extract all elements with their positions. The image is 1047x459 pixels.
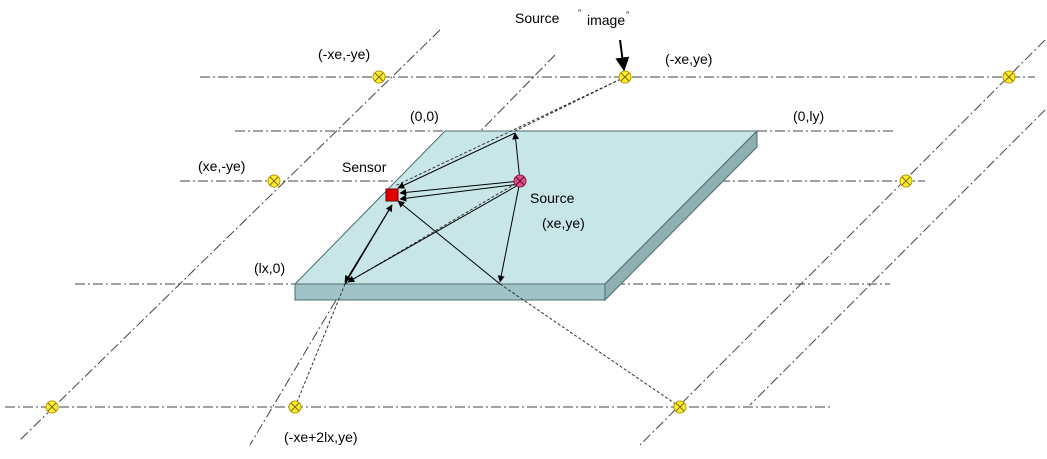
ray-top-to-sensor [397,132,516,189]
plate-side-face [604,129,758,302]
label-img-top-left: (-xe,-ye) [318,46,370,62]
path-image-right [499,283,681,408]
d-line-4 [749,109,1046,406]
d-line-3 [639,39,1046,446]
reflection-paths [294,76,681,408]
sensor [385,188,399,202]
plate [293,129,759,302]
path-image-bottom [294,283,346,408]
image-source-point [45,400,59,414]
label-source-image-word: image [587,12,625,28]
image-sources [45,70,1016,414]
path-image-top-2 [394,76,626,187]
image-source-point [372,70,386,84]
label-source-image-quote-close: ” [626,10,629,20]
label-img-mid-left: (xe,-ye) [198,158,245,174]
d-line-1 [19,29,441,441]
ray-sensor-to-long [344,204,393,283]
path-long-diag [344,180,521,285]
label-source-image-quote-open: ” [578,8,581,18]
ray-source-to-bottom [497,180,521,283]
ray-source-to-sensor-2 [399,183,521,202]
image-source-point [618,70,632,84]
label-corner-00: (0,0) [410,108,439,124]
label-corner-0ly: (0,ly) [793,108,824,124]
ray-arrows [344,132,521,285]
label-img-bottom: (-xe+2lx,ye) [284,429,358,445]
path-image-top [514,76,626,132]
source-point [513,174,527,188]
label-source-image-prefix: Source [515,10,560,26]
ray-source-to-top [512,132,521,182]
ray-bottom-to-sensor [397,200,501,285]
diagonal-reference-lines [19,29,1046,446]
image-source-point [267,174,281,188]
ray-source-to-sensor [399,180,521,196]
label-img-top-mid: (-xe,ye) [665,51,712,67]
image-source-point [673,400,687,414]
d-line-5 [249,284,346,446]
image-source-point [288,400,302,414]
image-source-point [899,174,913,188]
label-source: Source [530,190,575,206]
ray-source-to-lx [347,183,521,283]
label-source-coords: (xe,ye) [542,215,585,231]
plate-front-face [294,283,606,301]
image-pointer-arrow [615,39,630,72]
label-sensor: Sensor [342,159,387,175]
image-source-point [1002,70,1016,84]
label-corner-lx0: (lx,0) [254,260,285,276]
